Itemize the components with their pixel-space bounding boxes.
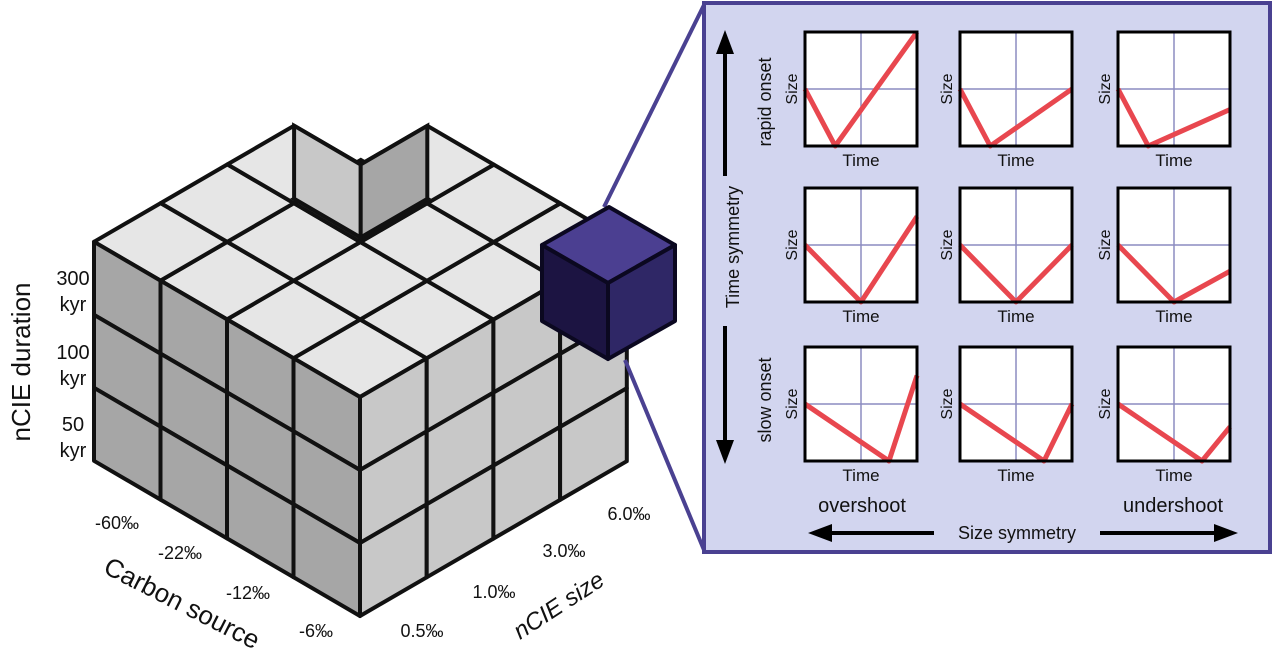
duration-level-50-value: 50 [62,414,84,436]
plot-frame-outline [803,30,919,148]
plot-x-label: Time [842,466,879,485]
plot-y-label: Size [1097,73,1114,104]
duration-level-100-unit: kyr [60,368,87,390]
plot-x-label: Time [1155,307,1192,326]
plot-y-label: Size [784,229,801,260]
plot-x-label: Time [842,151,879,170]
size-tick-4: 6.0‰ [607,504,650,524]
size-tick-2: 1.0‰ [472,582,515,602]
rapid-onset-label: rapid onset [755,57,775,146]
plot-x-label: Time [997,151,1034,170]
scenario-plot: Time Size [784,345,920,485]
carbon-tick-1: -60‰ [95,513,139,533]
plot-y-label: Size [939,229,956,260]
scenario-plot: Time Size [939,186,1074,326]
plot-frame-outline [958,186,1074,304]
plot-frame-outline [803,345,919,463]
scenario-plot: Time Size [1097,30,1232,170]
scenario-plot: Time Size [784,186,920,326]
plot-frame-outline [1116,30,1232,148]
callout-line-bottom [623,359,706,551]
carbon-source-ticks: -60‰ -22‰ -12‰ -6‰ [95,513,333,641]
arrow-right-icon [1214,524,1238,542]
parameter-cube [92,122,629,618]
duration-level-50-unit: kyr [60,440,87,462]
plot-y-label: Size [784,73,801,104]
callout-connector-lines [602,4,706,551]
scenario-plot: Time Size [1097,186,1232,326]
plot-y-label: Size [784,388,801,419]
cube-left-cell [92,385,163,502]
duration-axis-title: nCIE duration [6,283,36,442]
arrow-left-icon [808,524,832,542]
duration-level-100-value: 100 [56,342,89,364]
scenario-plot: Time Size [784,30,920,170]
slow-onset-label: slow onset [755,357,775,442]
callout-line-top [602,4,706,208]
highlighted-cube [540,205,677,361]
plot-frame-outline [1116,186,1232,304]
scenario-plot: Time Size [939,30,1074,170]
duration-level-300-unit: kyr [60,294,87,316]
cube-right-cell [558,386,629,502]
undershoot-label: undershoot [1123,495,1224,517]
plot-y-label: Size [939,388,956,419]
arrow-up-icon [716,30,734,54]
plot-x-label: Time [997,307,1034,326]
scenario-plot: Time Size [939,345,1075,485]
carbon-tick-3: -12‰ [226,583,270,603]
size-symmetry-title: Size symmetry [958,523,1076,543]
carbon-tick-4: -6‰ [299,621,333,641]
scenario-plots: TimeSizeTimeSizeTimeSizeTimeSizeTimeSize… [784,30,1232,485]
cube-notch-wall [292,122,363,241]
plot-x-label: Time [1155,466,1192,485]
plot-frame-outline [958,30,1074,148]
plot-x-label: Time [997,466,1034,485]
plot-frame-outline [803,186,919,304]
scenario-plot: Time Size [1097,345,1232,485]
plot-frame-outline [958,345,1074,463]
arrow-down-icon [716,440,734,464]
plot-x-label: Time [1155,151,1192,170]
time-symmetry-title: Time symmetry [723,186,743,308]
plot-y-label: Size [939,73,956,104]
plot-x-label: Time [842,307,879,326]
ncie-size-axis-title: nCIE size [508,566,609,645]
duration-levels: 300 kyr 100 kyr 50 kyr [56,268,89,462]
overshoot-label: overshoot [818,495,906,517]
size-tick-3: 3.0‰ [542,541,585,561]
size-symmetry-axis: overshoot undershoot Size symmetry [808,495,1238,543]
plot-y-label: Size [1097,229,1114,260]
plot-frame-outline [1116,345,1232,463]
highlight-cube-right [606,243,677,361]
carbon-tick-2: -22‰ [158,543,202,563]
duration-level-300-value: 300 [56,268,89,290]
plot-y-label: Size [1097,388,1114,419]
size-tick-1: 0.5‰ [400,621,443,641]
time-symmetry-axis: Time symmetry rapid onset slow onset [716,30,775,464]
ncie-size-ticks: 0.5‰ 1.0‰ 3.0‰ 6.0‰ [400,504,650,641]
